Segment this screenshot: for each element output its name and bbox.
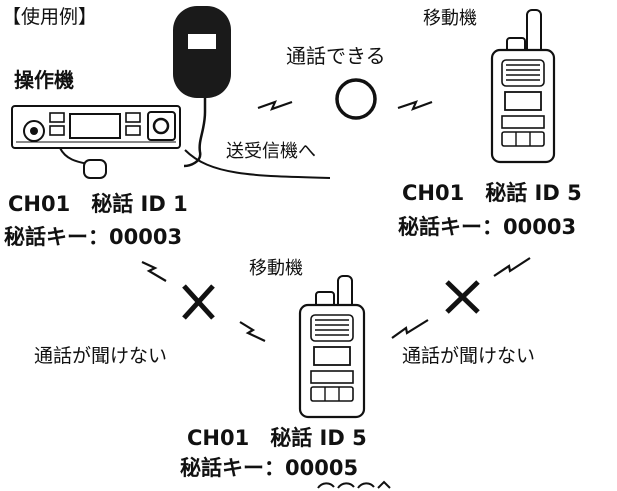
radio-bottom-key-line: 秘話キー：00005 — [180, 456, 359, 480]
signal-mark-fail-right-b — [493, 257, 531, 277]
cable-plug — [83, 159, 107, 179]
handheld-radio-top — [490, 9, 556, 164]
cable-destination-label: 送受信機へ — [226, 141, 316, 162]
radio-bottom-channel-line: CH01 秘話 ID 5 — [187, 426, 367, 450]
controller-channel-line: CH01 秘話 ID 1 — [8, 192, 188, 216]
signal-mark-ok-left — [257, 100, 293, 111]
radio-top-channel-line: CH01 秘話 ID 5 — [402, 181, 582, 205]
controller-key-line: 秘話キー：00003 — [4, 225, 183, 249]
signal-mark-fail-right-a — [391, 319, 429, 339]
handheld-radio-bottom — [298, 275, 366, 419]
clipped-glyph-remnant — [317, 480, 391, 489]
ok-link-label: 通話できる — [286, 44, 386, 68]
radio-bottom-label: 移動機 — [249, 258, 303, 279]
controller-unit — [11, 105, 181, 149]
signal-mark-fail-left-a — [141, 261, 167, 282]
radio-top-label: 移動機 — [423, 8, 477, 29]
success-circle-icon — [335, 78, 377, 120]
transceiver-cable — [184, 149, 331, 179]
fail-cross-icon-right — [445, 280, 480, 314]
signal-mark-ok-right — [397, 100, 433, 111]
controller-label: 操作機 — [14, 68, 74, 92]
radio-top-key-line: 秘話キー：00003 — [398, 215, 577, 239]
signal-mark-fail-left-b — [239, 321, 266, 342]
fail-right-label: 通話が聞けない — [402, 345, 536, 367]
signal-marks — [141, 100, 531, 342]
handheld-microphone — [173, 6, 231, 168]
example-title: 【使用例】 — [2, 6, 98, 28]
fail-left-label: 通話が聞けない — [34, 345, 168, 367]
fail-cross-icon-left — [182, 284, 215, 320]
